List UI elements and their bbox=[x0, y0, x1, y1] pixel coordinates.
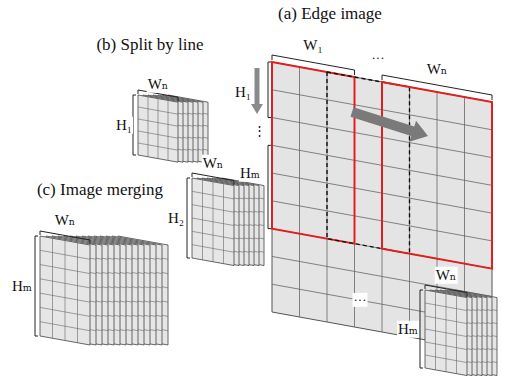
dimension-label: Wₙ bbox=[435, 267, 458, 284]
dimension-label: H₁ bbox=[115, 117, 133, 134]
panel-label: (c) Image merging bbox=[36, 181, 164, 200]
dimension-label: W₁ bbox=[302, 37, 323, 54]
dimension-label: Wₙ bbox=[54, 212, 77, 229]
dimension-bracket bbox=[268, 145, 271, 228]
ellipsis: ··· bbox=[371, 51, 386, 65]
ellipsis: ⋮ bbox=[252, 124, 267, 138]
dimension-label: Wₙ bbox=[202, 155, 225, 172]
dimension-label: Wₙ bbox=[147, 76, 170, 93]
slice-stack bbox=[40, 236, 168, 345]
dimension-label: H₂ bbox=[167, 210, 185, 227]
slice-stack bbox=[138, 95, 208, 162]
dimension-bracket bbox=[133, 95, 136, 155]
panel-label: (a) Edge image bbox=[277, 5, 383, 24]
window-frame bbox=[272, 62, 355, 244]
dimension-bracket bbox=[192, 173, 234, 185]
dimension-bracket bbox=[35, 236, 38, 336]
dimension-label: Hₘ bbox=[239, 165, 261, 182]
window-frame bbox=[382, 82, 492, 269]
slice-stack bbox=[192, 178, 264, 266]
dimension-label: H₁ bbox=[234, 84, 252, 101]
dimension-label: Hₘ bbox=[397, 321, 419, 338]
panel-label: (b) Split by line bbox=[95, 36, 204, 55]
down-arrow bbox=[251, 68, 263, 114]
dimension-bracket bbox=[272, 55, 355, 75]
dimension-bracket bbox=[425, 285, 467, 297]
dimension-label: Hₘ bbox=[11, 278, 33, 295]
dimension-bracket bbox=[268, 62, 271, 118]
dimension-bracket bbox=[420, 290, 423, 368]
ellipsis: ··· bbox=[353, 293, 368, 307]
slide-arrow bbox=[350, 107, 428, 141]
slice-stack bbox=[425, 290, 497, 376]
dimension-label: Wₙ bbox=[426, 61, 449, 78]
dimension-bracket bbox=[382, 75, 492, 100]
dimension-bracket bbox=[187, 178, 190, 258]
window-frame bbox=[327, 72, 410, 254]
dimension-bracket bbox=[40, 231, 90, 244]
